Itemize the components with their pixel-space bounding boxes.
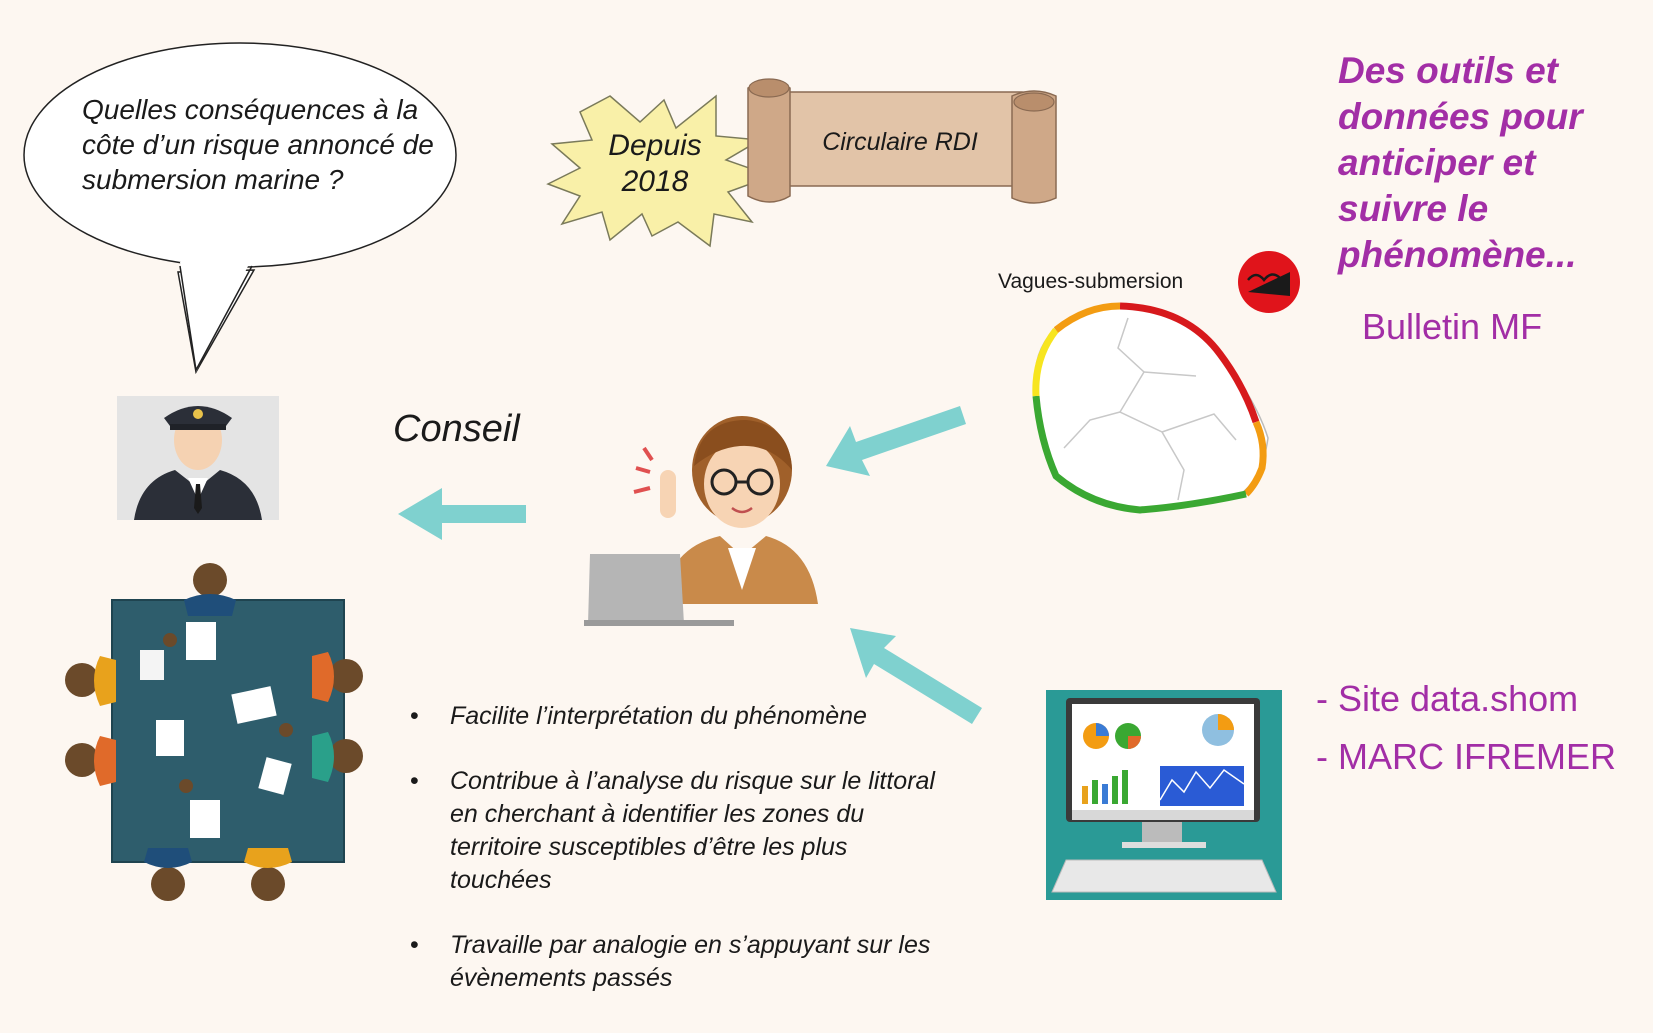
data-source-item: - Site data.shom — [1316, 678, 1579, 719]
monitor-dashboard-icon — [1046, 690, 1282, 900]
bullet-list: •Facilite l’interprétation du phénomène … — [410, 700, 950, 1027]
speech-bubble-icon — [23, 42, 457, 375]
scroll-label: Circulaire RDI — [822, 128, 978, 156]
since-badge-line1: Depuis — [608, 129, 702, 162]
meeting-table-icon — [65, 563, 363, 901]
bullet-text: Travaille par analogie en s’appuyant sur… — [450, 931, 931, 992]
since-badge-line2: 2018 — [621, 165, 689, 198]
arrow-left-icon — [826, 406, 966, 476]
data-sources-list: - Site data.shom - MARC IFREMER — [1316, 678, 1616, 794]
conseil-label: Conseil — [393, 408, 520, 450]
forecaster-woman-icon — [584, 416, 818, 626]
tools-heading: Des outils et données pour anticiper et … — [1338, 50, 1583, 275]
map-label: Vagues-submersion — [998, 270, 1184, 293]
captain-avatar-icon — [117, 396, 279, 520]
explosion-star-icon — [546, 94, 775, 248]
question-bubble-text: Quelles conséquences à la côte d’un risq… — [82, 94, 434, 195]
bullet-item: •Travaille par analogie en s’appuyant su… — [410, 931, 931, 992]
scroll-icon — [747, 78, 1057, 204]
arrow-left-icon — [398, 488, 526, 540]
bulletin-label: Bulletin MF — [1362, 306, 1543, 347]
data-source-item: - MARC IFREMER — [1316, 736, 1616, 777]
bullet-text: Facilite l’interprétation du phénomène — [450, 702, 867, 730]
arrow-left-icon — [850, 628, 982, 724]
island-map-icon — [1032, 302, 1269, 514]
bullet-item: •Contribue à l’analyse du risque sur le … — [410, 767, 935, 894]
meteo-logo-icon — [1238, 251, 1300, 313]
since-badge: Depuis 2018 — [590, 128, 720, 200]
bullet-text: Contribue à l’analyse du risque sur le l… — [450, 767, 935, 894]
bullet-item: •Facilite l’interprétation du phénomène — [410, 702, 867, 730]
